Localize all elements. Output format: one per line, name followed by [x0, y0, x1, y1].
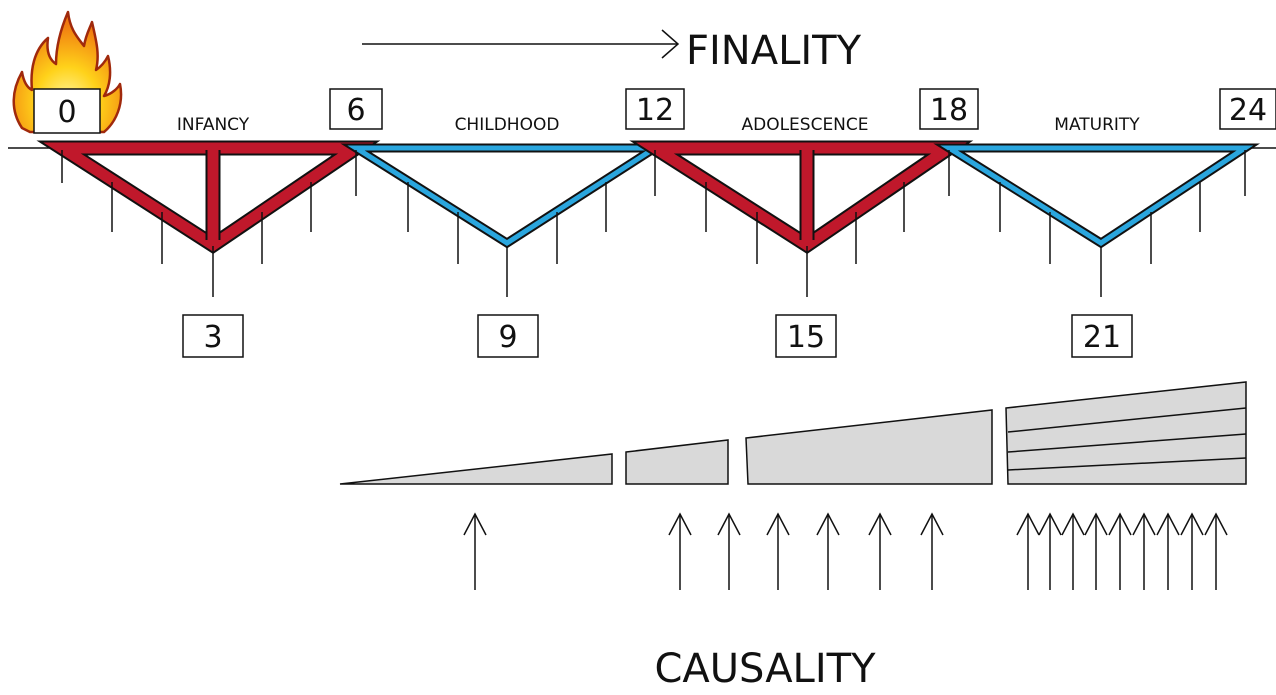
up-arrow-icon: [766, 512, 790, 590]
phase-label-infancy: INFANCY: [177, 115, 250, 135]
phase-childhood-triangle: [340, 143, 671, 249]
up-arrow-icon: [1180, 512, 1204, 590]
growth-wedge-4-layers: [1007, 407, 1247, 471]
timeline-ticks: [61, 150, 1246, 297]
growth-wedge-1: [339, 453, 613, 485]
causality-label: CAUSALITY: [654, 646, 876, 692]
up-arrow-icon: [1156, 512, 1180, 590]
growth-wedge-4: [1005, 381, 1247, 485]
age-box-21: 21: [1071, 314, 1133, 358]
growth-wedges: [339, 381, 1247, 485]
phase-label-adolescence: ADOLESCENCE: [741, 115, 868, 135]
up-arrow-icon: [868, 512, 892, 590]
up-arrow-icon: [1132, 512, 1156, 590]
svg-text:24: 24: [1229, 93, 1267, 128]
svg-text:21: 21: [1083, 320, 1121, 355]
phase-label-maturity: MATURITY: [1054, 115, 1140, 135]
up-arrow-icon: [717, 512, 741, 590]
phase-adolescence-triangle: [629, 140, 974, 254]
up-arrow-icon: [463, 512, 487, 590]
up-arrow-icon: [1061, 512, 1085, 590]
causal-arrows: [463, 512, 1228, 590]
age-box-18: 18: [919, 88, 979, 130]
finality-arrow: [362, 29, 680, 59]
phase-maturity-triangle: [933, 143, 1260, 249]
finality-label: FINALITY: [686, 28, 862, 74]
age-box-9: 9: [477, 314, 539, 358]
up-arrow-icon: [920, 512, 944, 590]
growth-wedge-2: [625, 439, 729, 485]
svg-text:18: 18: [930, 93, 968, 128]
up-arrow-icon: [1204, 512, 1228, 590]
age-box-15: 15: [775, 314, 837, 358]
svg-text:15: 15: [787, 320, 825, 355]
svg-text:9: 9: [498, 320, 517, 355]
up-arrow-icon: [1038, 512, 1062, 590]
growth-wedge-3: [745, 409, 993, 485]
age-box-3: 3: [182, 314, 244, 358]
up-arrow-icon: [1084, 512, 1108, 590]
svg-text:3: 3: [203, 320, 222, 355]
phase-infancy-triangle: [36, 140, 381, 254]
age-box-24: 24: [1219, 88, 1276, 130]
phase-label-childhood: CHILDHOOD: [455, 115, 560, 135]
up-arrow-icon: [668, 512, 692, 590]
age-box-12: 12: [625, 88, 685, 130]
up-arrow-icon: [1108, 512, 1132, 590]
svg-text:12: 12: [636, 93, 674, 128]
svg-text:6: 6: [346, 93, 365, 128]
up-arrow-icon: [1016, 512, 1040, 590]
up-arrow-icon: [816, 512, 840, 590]
age-box-6: 6: [329, 88, 383, 130]
age-box-0: 0: [33, 88, 101, 134]
svg-text:0: 0: [57, 95, 76, 130]
